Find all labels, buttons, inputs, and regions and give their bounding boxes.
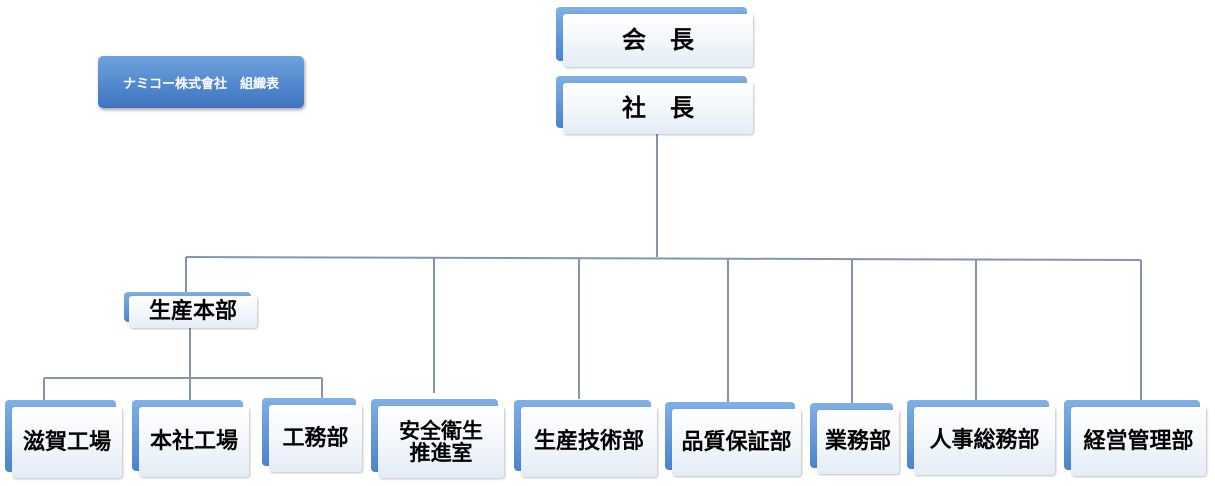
safety-office-box: 安全衛生 推進室 bbox=[371, 399, 504, 478]
quality-assurance-box: 品質保証部 bbox=[665, 402, 801, 476]
business-dept-box: 業務部 bbox=[810, 403, 899, 474]
president-box: 社 長 bbox=[556, 76, 753, 134]
production-hq-label: 生産本部 bbox=[148, 299, 237, 325]
shiga-factory-box: 滋賀工場 bbox=[5, 400, 122, 478]
chairman-box: 会 長 bbox=[556, 7, 753, 67]
production-tech-label: 生産技術部 bbox=[533, 429, 644, 455]
koumu-dept-box: 工務部 bbox=[262, 398, 362, 472]
production-hq-box: 生産本部 bbox=[124, 292, 257, 328]
quality-assurance-label: 品質保証部 bbox=[681, 429, 792, 455]
management-dept-box: 経営管理部 bbox=[1064, 400, 1206, 476]
chairman-label: 会 長 bbox=[622, 25, 694, 54]
safety-office-label: 安全衛生 推進室 bbox=[399, 418, 483, 465]
production-tech-box: 生産技術部 bbox=[514, 400, 657, 477]
org-chart-title: ナミコー株式會社 組織表 bbox=[98, 56, 304, 108]
honsha-factory-box: 本社工場 bbox=[132, 400, 249, 477]
koumu-dept-label: 工務部 bbox=[282, 425, 349, 451]
business-dept-label: 業務部 bbox=[824, 429, 891, 455]
president-label: 社 長 bbox=[622, 93, 694, 122]
hr-general-box: 人事総務部 bbox=[907, 400, 1055, 475]
shiga-factory-label: 滋賀工場 bbox=[22, 429, 111, 455]
hr-general-label: 人事総務部 bbox=[929, 428, 1040, 454]
honsha-factory-label: 本社工場 bbox=[149, 429, 238, 455]
connector-main-horizontal bbox=[185, 256, 1142, 261]
management-dept-label: 経営管理部 bbox=[1083, 428, 1194, 454]
